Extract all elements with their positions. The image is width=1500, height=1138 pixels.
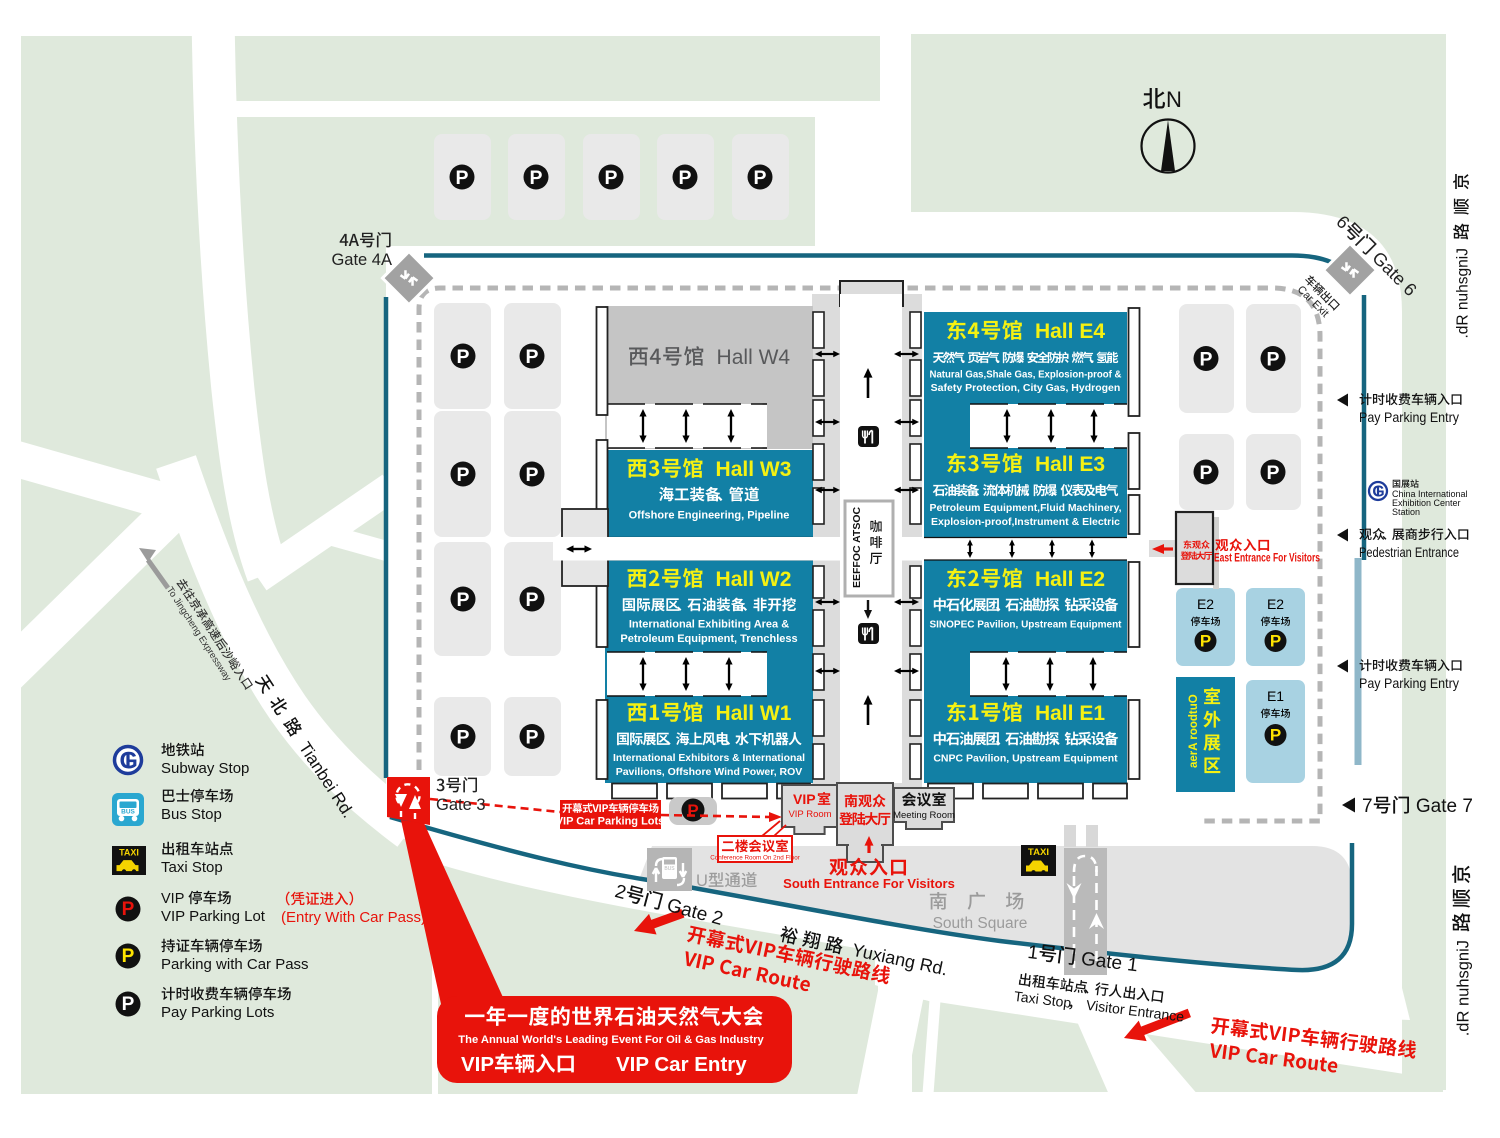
svg-text:Hall W2: Hall W2 — [704, 568, 792, 591]
svg-text:Pay Parking Lots: Pay Parking Lots — [161, 1004, 274, 1021]
svg-text:P: P — [605, 167, 618, 189]
svg-text:Safety Protection, City Gas, H: Safety Protection, City Gas, Hydrogen — [931, 382, 1121, 394]
svg-text:TAXI: TAXI — [119, 848, 139, 858]
svg-text:Gate 7: Gate 7 — [1411, 796, 1473, 817]
svg-text:TAXI: TAXI — [1028, 847, 1049, 858]
svg-text:VIP Car Parking Lots: VIP Car Parking Lots — [556, 816, 665, 828]
svg-text:Taxi Stop: Taxi Stop — [1013, 988, 1072, 1011]
svg-text:P: P — [122, 946, 135, 967]
svg-text:P: P — [1200, 349, 1213, 371]
svg-text:EEFFOC ATSOC: EEFFOC ATSOC — [851, 507, 863, 589]
svg-text:Pavilions, Offshore Wind Power: Pavilions, Offshore Wind Power, ROV — [616, 766, 803, 778]
svg-text:Hall W4: Hall W4 — [705, 346, 791, 369]
svg-text:E2: E2 — [1197, 596, 1214, 612]
svg-text:International Exhibitors & Int: International Exhibitors & International — [613, 752, 805, 764]
svg-text:Hall E1: Hall E1 — [1023, 702, 1105, 725]
svg-text:P: P — [1200, 632, 1211, 651]
svg-text:P: P — [679, 167, 692, 189]
svg-text:VIP: VIP — [161, 891, 188, 907]
svg-text:P: P — [526, 727, 539, 749]
svg-text:E1: E1 — [1267, 688, 1284, 704]
svg-text:P: P — [1267, 349, 1280, 371]
svg-text:P: P — [526, 346, 539, 368]
svg-text:.dR nuhsgniJ: .dR nuhsgniJ — [1455, 940, 1473, 1036]
svg-text:BUS: BUS — [121, 809, 135, 816]
svg-text:(Entry With Car Pass): (Entry With Car Pass) — [281, 909, 426, 926]
svg-text:Petroleum Equipment, Trenchles: Petroleum Equipment, Trenchless — [620, 633, 797, 645]
svg-text:P: P — [457, 464, 470, 486]
svg-text:Hall E2: Hall E2 — [1023, 568, 1105, 591]
svg-text:P: P — [457, 346, 470, 368]
svg-text:P: P — [122, 899, 135, 920]
svg-text:P: P — [457, 727, 470, 749]
svg-text:7: 7 — [1362, 796, 1373, 817]
svg-text:CNPC Pavilion, Upstream Equipm: CNPC Pavilion, Upstream Equipment — [933, 753, 1118, 765]
svg-text:Subway Stop: Subway Stop — [161, 760, 249, 777]
svg-text:P: P — [122, 994, 135, 1015]
svg-text:Exhibition Center: Exhibition Center — [1392, 498, 1461, 508]
svg-text:2: 2 — [613, 881, 629, 904]
svg-text:Station: Station — [1392, 507, 1420, 517]
svg-text:International Exhibiting Area: International Exhibiting Area & — [629, 619, 789, 631]
svg-text:P: P — [1270, 726, 1281, 745]
svg-text:N: N — [1166, 87, 1182, 112]
svg-text:U: U — [696, 872, 708, 890]
svg-text:P: P — [754, 167, 767, 189]
svg-text:South Entrance For Visitors: South Entrance For Visitors — [783, 876, 955, 891]
svg-text:East Entrance For Visitors: East Entrance For Visitors — [1214, 553, 1320, 565]
svg-text:.dR nuhsgniJ: .dR nuhsgniJ — [1455, 248, 1472, 338]
svg-text:P: P — [456, 167, 469, 189]
svg-text:Natural Gas,Shale Gas, Explosi: Natural Gas,Shale Gas, Explosion-proof & — [930, 368, 1122, 380]
svg-text:Hall W3: Hall W3 — [704, 458, 792, 481]
svg-text:P: P — [526, 589, 539, 611]
svg-text:Gate 4A: Gate 4A — [331, 251, 392, 269]
svg-text:The Annual World's Leading Eve: The Annual World's Leading Event For Oil… — [458, 1034, 764, 1046]
svg-text:Offshore Engineering, Pipeline: Offshore Engineering, Pipeline — [629, 510, 790, 522]
svg-text:P: P — [1270, 632, 1281, 651]
svg-text:Petroleum Equipment,Fluid Mach: Petroleum Equipment,Fluid Machinery, — [930, 502, 1122, 514]
svg-text:P: P — [1267, 462, 1280, 484]
svg-text:Hall W1: Hall W1 — [704, 702, 792, 725]
svg-text:E2: E2 — [1267, 596, 1284, 612]
svg-text:aerA roodtuO: aerA roodtuO — [1188, 694, 1200, 768]
svg-text:P: P — [1200, 462, 1213, 484]
svg-text:Gate 3: Gate 3 — [436, 796, 486, 814]
svg-text:South Square: South Square — [933, 915, 1028, 932]
svg-text:Pedestrian Entrance: Pedestrian Entrance — [1359, 544, 1459, 560]
svg-text:Taxi Stop: Taxi Stop — [161, 859, 223, 876]
svg-text:VIP Parking Lot: VIP Parking Lot — [161, 908, 266, 925]
svg-text:P: P — [687, 801, 698, 820]
svg-text:Hall E3: Hall E3 — [1023, 453, 1105, 476]
svg-text:Conference Room On 2nd Floor: Conference Room On 2nd Floor — [710, 855, 800, 862]
svg-text:P: P — [530, 167, 543, 189]
svg-text:Parking with Car Pass: Parking with Car Pass — [161, 956, 309, 973]
svg-text:Bus Stop: Bus Stop — [161, 806, 222, 823]
svg-text:Hall E4: Hall E4 — [1023, 320, 1105, 343]
svg-text:VIP Room: VIP Room — [788, 809, 831, 820]
svg-text:P: P — [526, 464, 539, 486]
svg-text:Explosion-proof,Instrument & E: Explosion-proof,Instrument & Electric — [931, 516, 1120, 528]
svg-text:SINOPEC Pavilion, Upstream Equ: SINOPEC Pavilion, Upstream Equipment — [930, 619, 1122, 631]
svg-text:Pay Parking Entry: Pay Parking Entry — [1359, 675, 1459, 691]
svg-text:VIP Car Entry: VIP Car Entry — [616, 1053, 747, 1076]
svg-text:Pay Parking Entry: Pay Parking Entry — [1359, 409, 1459, 425]
svg-text:P: P — [457, 589, 470, 611]
svg-text:BUS: BUS — [664, 866, 675, 872]
svg-text:VIP: VIP — [793, 791, 816, 807]
svg-text:China International: China International — [1392, 489, 1468, 499]
svg-text:VIP: VIP — [461, 1053, 494, 1076]
svg-text:1: 1 — [1026, 942, 1039, 964]
svg-text:Meeting Room: Meeting Room — [893, 810, 955, 821]
